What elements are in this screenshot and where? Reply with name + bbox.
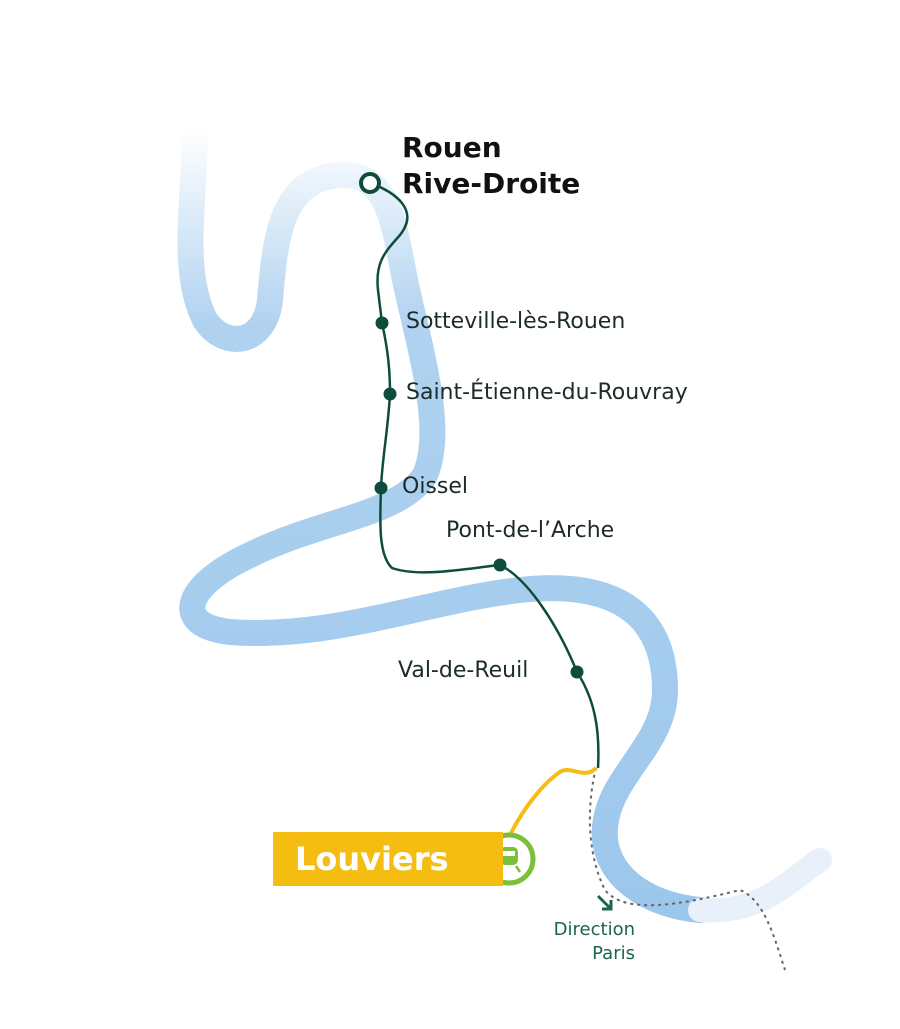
station-dot-oissel [374,481,388,495]
station-label: Sotteville-lès-Rouen [406,309,626,334]
station-label: Oissel [402,474,468,499]
terminus-origin-marker [359,172,381,194]
station-dot-sotteville [375,316,389,330]
arrow-down-right-icon [596,894,613,911]
rail-branch-louviers [508,766,598,836]
direction-line2: Paris [592,943,635,964]
terminus-origin-line2: Rive-Droite [402,167,581,200]
station-label: Val-de-Reuil [398,658,529,683]
rail-line-dotted-paris [588,767,786,971]
rail-line [369,181,600,769]
station-label: Saint-Étienne-du-Rouvray [406,380,688,405]
terminus-destination-label: Louviers [273,832,503,886]
river-fade-east [688,848,832,923]
station-dot-pont-de-larche [493,558,507,572]
direction-line1: Direction [553,919,635,940]
direction-label: Direction Paris [520,918,635,966]
terminus-origin-label: Rouen Rive-Droite [402,130,580,202]
station-dot-saint-etienne [383,387,397,401]
station-dot-val-de-reuil [570,665,584,679]
terminus-origin-line1: Rouen [402,131,502,164]
river-seine [177,117,713,923]
station-label: Pont-de-l’Arche [446,518,615,543]
